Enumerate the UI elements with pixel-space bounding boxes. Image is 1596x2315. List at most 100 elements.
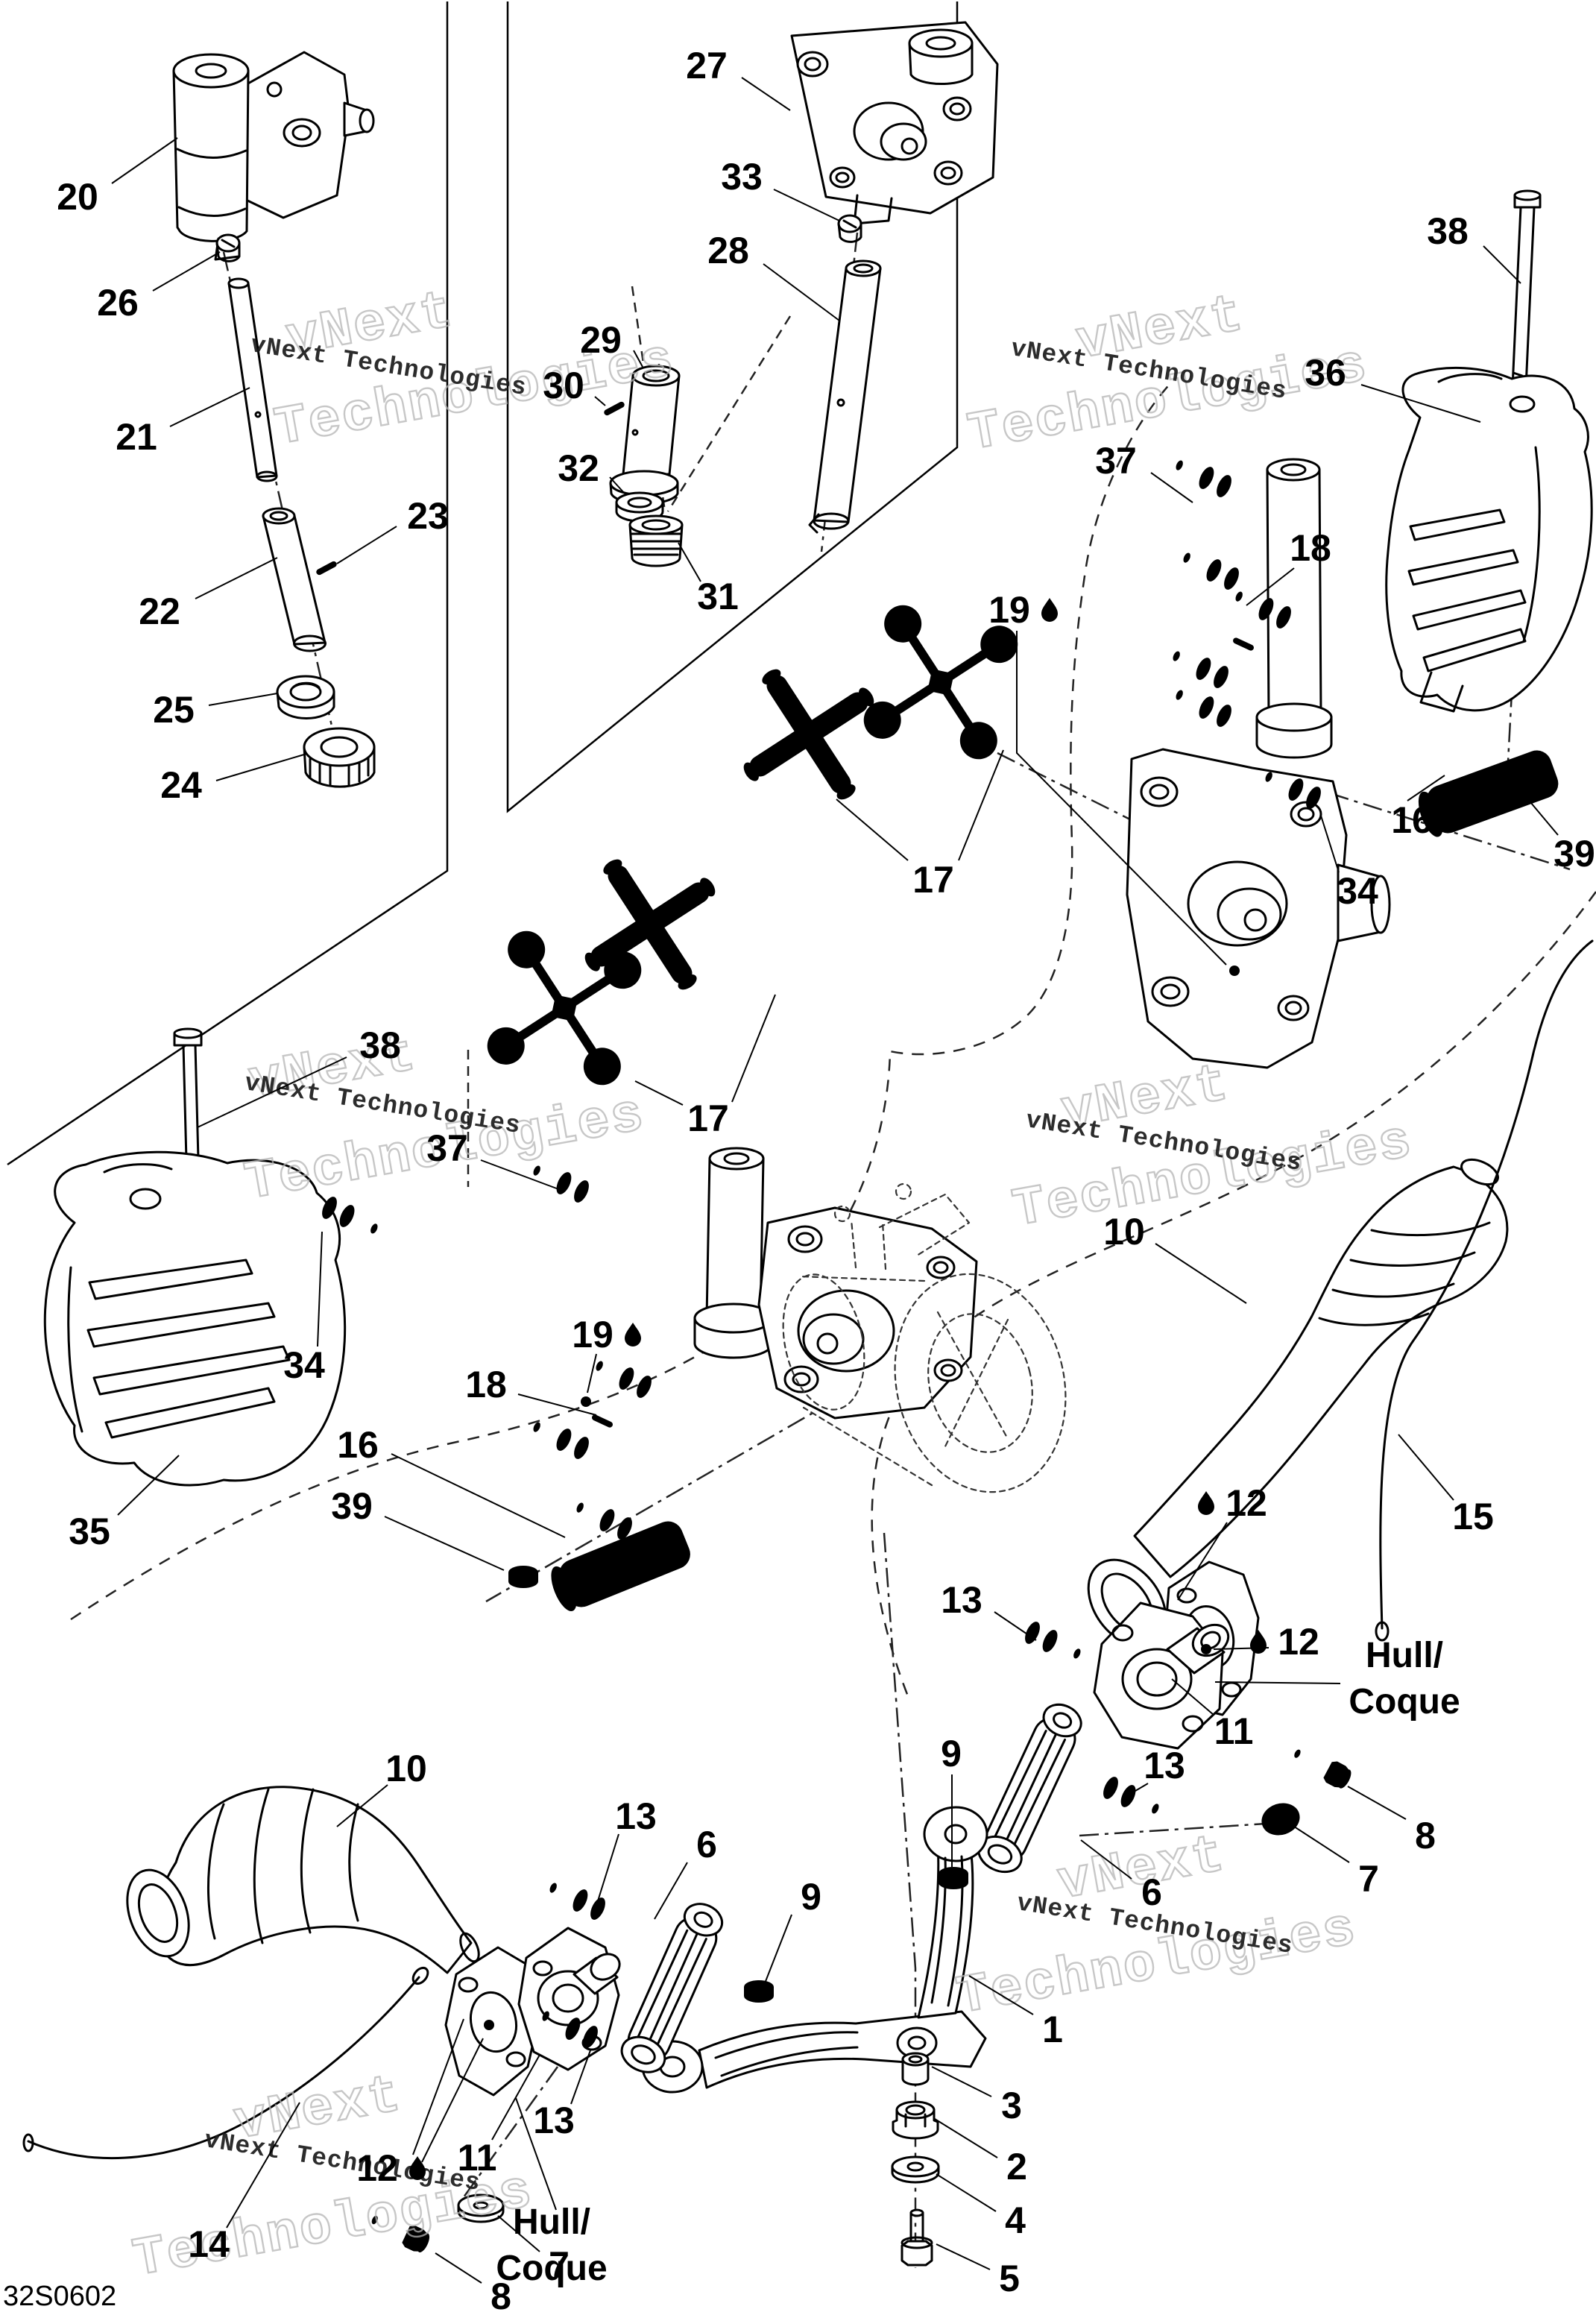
part-label-17: 17	[634, 994, 776, 1139]
part-number: 10	[385, 1748, 427, 1789]
part-35-cover	[43, 1150, 347, 1487]
part-21-shaft	[227, 277, 278, 482]
part-30-pin	[602, 400, 626, 417]
part-number: 16	[337, 1424, 379, 1466]
part-7-cup-right	[1257, 1798, 1305, 1841]
part-number: 20	[57, 176, 98, 218]
part-10-bellows-left	[126, 1786, 480, 1974]
part-knuckle-right	[1126, 458, 1391, 1069]
part-number: 38	[1427, 210, 1469, 252]
part-29-tube	[609, 365, 681, 505]
part-31-bushing	[628, 514, 684, 567]
part-number: 23	[407, 495, 449, 537]
part-label-7: 7	[497, 2215, 570, 2286]
part-6-arm-left	[620, 1903, 724, 2073]
hull-label-line1: Hull/	[513, 2202, 590, 2242]
part-label-19: 19	[988, 589, 1240, 976]
part-20-stem-support	[172, 51, 375, 261]
part-16-coupler-right	[1413, 746, 1562, 841]
part-label-35: 35	[69, 1455, 180, 1552]
part-number: 12	[356, 2147, 398, 2189]
part-18-bolt	[1179, 545, 1243, 592]
part-label-39: 39	[1518, 788, 1595, 875]
part-17-cross-bare-upper	[737, 663, 880, 806]
part-label-38: 38	[197, 1024, 401, 1128]
part-number: 37	[1095, 440, 1137, 482]
part-label-12: 12	[1177, 1482, 1267, 1601]
part-label-13: 13	[596, 1795, 657, 1906]
part-28-tube	[808, 259, 882, 534]
part-22-tube	[262, 507, 327, 652]
part-8-bolt-right	[1289, 1742, 1354, 1792]
part-number: 19	[988, 589, 1030, 631]
part-label-2: 2	[934, 2118, 1027, 2188]
part-number: 4	[1005, 2199, 1026, 2241]
part-number: 33	[721, 156, 763, 198]
part-39-nut-left	[508, 1566, 538, 1588]
part-label-31: 31	[678, 542, 739, 617]
part-label-18: 18	[1246, 527, 1331, 606]
part-number: 11	[458, 2137, 497, 2179]
part-label-32: 32	[558, 447, 625, 494]
part-number: 21	[116, 416, 157, 458]
part-label-12: 12	[356, 2018, 494, 2189]
part-label-11: 11	[458, 2054, 540, 2179]
part-label-10: 10	[336, 1748, 427, 1827]
part-label-13: 13	[941, 1579, 1037, 1641]
part-36-cover	[1385, 366, 1593, 713]
part-17-cross-bare-lower	[578, 853, 722, 996]
part-15-rod	[1375, 939, 1594, 1642]
part-label-18: 18	[465, 1364, 597, 1416]
part-label-25: 25	[153, 689, 278, 731]
part-label-38: 38	[1427, 210, 1521, 284]
part-number: 18	[1290, 527, 1331, 569]
part-label-34: 34	[283, 1231, 325, 1386]
part-26-screw	[215, 233, 241, 262]
part-number: 9	[941, 1733, 962, 1774]
part-label-16: 16	[1391, 775, 1445, 841]
part-label-23: 23	[336, 495, 449, 564]
part-label-13: 13	[1122, 1745, 1185, 1799]
part-number: 31	[697, 576, 739, 617]
part-number: 17	[912, 859, 954, 901]
part-number: 39	[331, 1485, 373, 1527]
lubricant-droplet-icon	[1250, 1630, 1267, 1654]
part-label-8: 8	[1347, 1786, 1436, 1856]
part-number: 13	[615, 1795, 657, 1837]
part-label-12: 12	[1201, 1621, 1319, 1663]
part-18-pin	[1231, 637, 1255, 652]
part-number: 36	[1305, 352, 1346, 394]
part-label-11: 11	[1171, 1678, 1254, 1752]
part-number: 34	[1337, 870, 1378, 912]
part-32-seal	[615, 491, 664, 523]
part-number: 8	[491, 2275, 511, 2315]
section-frames	[7, 1, 959, 1166]
part-18-bolt	[591, 1353, 655, 1400]
part-number: 9	[801, 1876, 821, 1918]
part-label-14: 14	[188, 2102, 300, 2265]
part-label-37: 37	[426, 1127, 561, 1191]
part-number: 7	[1358, 1858, 1379, 1900]
part-number: 6	[696, 1824, 717, 1865]
part-label-27: 27	[686, 45, 791, 111]
part-number: 5	[999, 2258, 1020, 2299]
part-label-39: 39	[331, 1485, 505, 1571]
part-17-cross-caps-lower	[484, 927, 645, 1089]
part-39-nut-right	[1492, 771, 1522, 793]
part-label-36: 36	[1305, 352, 1481, 423]
part-number: 19	[572, 1314, 614, 1355]
part-number: 10	[1103, 1211, 1145, 1253]
part-number: 11	[1214, 1710, 1254, 1752]
part-number: 27	[686, 45, 728, 86]
part-27-support-bracket	[790, 21, 999, 225]
part-label-24: 24	[160, 754, 305, 806]
part-12-gasket-left	[444, 1946, 541, 2097]
part-number: 14	[188, 2223, 230, 2265]
part-number: 34	[283, 1344, 325, 1386]
part-label-5: 5	[936, 2243, 1020, 2299]
part-label-20: 20	[57, 137, 178, 218]
part-number: 13	[533, 2100, 575, 2141]
part-label-22: 22	[139, 557, 278, 632]
part-7-washer-left	[457, 2193, 505, 2223]
